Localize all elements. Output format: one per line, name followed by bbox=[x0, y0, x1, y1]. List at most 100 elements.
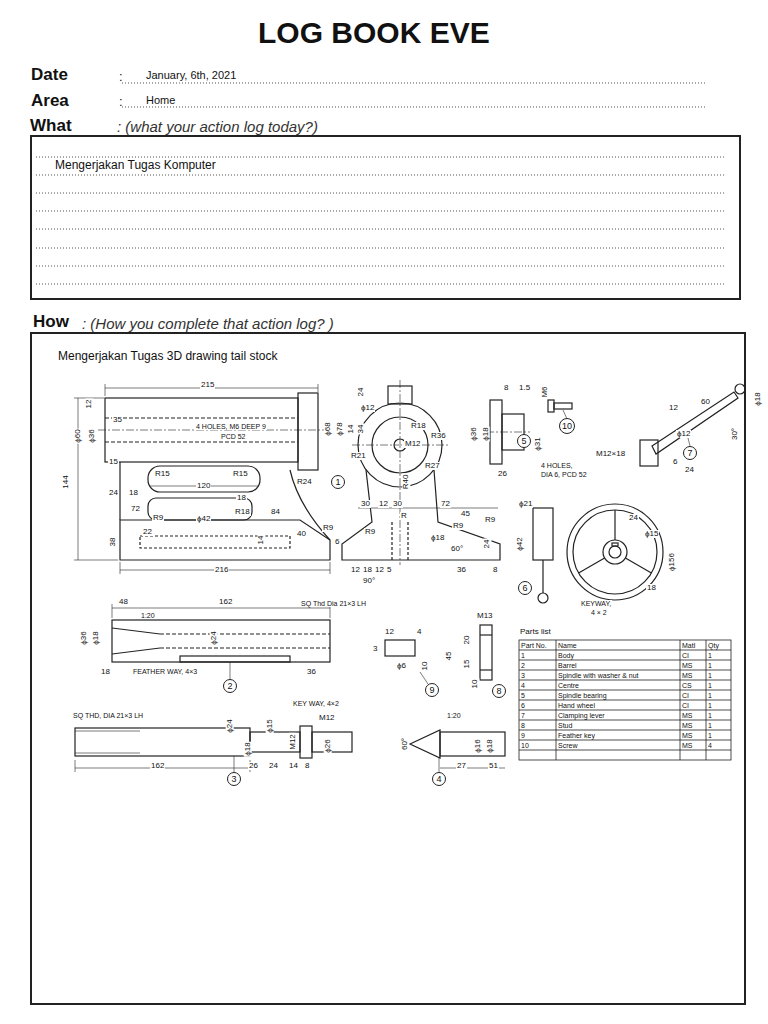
dimension-text: 215 bbox=[200, 381, 215, 389]
body-front-view bbox=[148, 466, 260, 492]
table-header: Matl bbox=[682, 642, 695, 649]
table-header: Qty bbox=[708, 642, 719, 649]
dimension-text: 45 bbox=[460, 510, 471, 518]
callout-number: 1 bbox=[335, 478, 340, 487]
clamping-lever bbox=[735, 384, 745, 394]
dimension-text: 38 bbox=[109, 537, 117, 548]
callout-circle: 2 bbox=[223, 679, 237, 693]
dimension-text: 14 bbox=[347, 424, 355, 435]
dimension-text: ϕ18 bbox=[244, 741, 252, 756]
barrel bbox=[160, 647, 330, 648]
dimension-text: M12×18 bbox=[595, 450, 626, 458]
dimension-text: 72 bbox=[440, 500, 451, 508]
dimension-line bbox=[318, 384, 319, 392]
centre bbox=[410, 730, 505, 772]
dimension-text: 60 bbox=[700, 398, 711, 406]
barrel bbox=[160, 633, 330, 634]
hand-wheel bbox=[603, 540, 627, 564]
dimension-text: 1.5 bbox=[518, 384, 531, 392]
dimension-text: R21 bbox=[350, 452, 367, 460]
body-side-view bbox=[391, 522, 392, 560]
dimension-text: R40 bbox=[402, 474, 410, 491]
body-front-view bbox=[140, 536, 290, 548]
table-cell: 1 bbox=[708, 722, 712, 729]
dimension-text: 12 bbox=[668, 404, 679, 412]
dimension-line bbox=[120, 562, 121, 574]
parts-table-grid bbox=[519, 690, 731, 691]
body-front-view bbox=[298, 393, 318, 470]
table-cell: MS bbox=[682, 712, 693, 719]
table-cell: 4 bbox=[521, 682, 525, 689]
table-caption: Parts list bbox=[519, 628, 552, 636]
dimension-text: 6 bbox=[334, 538, 340, 546]
body-side-view bbox=[400, 380, 401, 565]
dimension-text: 72 bbox=[130, 505, 141, 513]
dimension-text: R bbox=[400, 512, 408, 520]
callout-circle: 9 bbox=[425, 683, 439, 697]
hand-wheel bbox=[614, 510, 615, 540]
body-front-view bbox=[105, 417, 298, 418]
dimension-text: 18 bbox=[100, 668, 111, 676]
dimension-text: KEYWAY, bbox=[580, 600, 612, 607]
dimension-text: 36 bbox=[456, 566, 467, 574]
spindle bbox=[75, 753, 140, 754]
dimension-line bbox=[112, 608, 160, 609]
dimension-text: 51 bbox=[488, 762, 499, 770]
parts-table-grid bbox=[519, 750, 731, 751]
dimension-text: 22 bbox=[142, 528, 153, 536]
dimension-text: 8 bbox=[503, 384, 509, 392]
dimension-text: R27 bbox=[424, 462, 441, 470]
dimension-text: 216 bbox=[214, 566, 229, 574]
table-header: Part No. bbox=[521, 642, 547, 649]
table-cell: 1 bbox=[521, 652, 525, 659]
dimension-text: M12 bbox=[289, 733, 297, 751]
dimension-text: 34 bbox=[357, 424, 365, 435]
dimension-text: 15 bbox=[463, 659, 471, 670]
table-cell: 3 bbox=[521, 672, 525, 679]
table-cell: Screw bbox=[558, 742, 577, 749]
hand-wheel bbox=[567, 504, 663, 600]
table-header: Name bbox=[558, 642, 577, 649]
dimension-text: R9 bbox=[152, 514, 164, 522]
hand-wheel bbox=[609, 546, 621, 558]
dimension-text: ϕ36 bbox=[88, 428, 96, 443]
table-cell: Hand wheel bbox=[558, 702, 595, 709]
dimension-text: 10 bbox=[471, 679, 479, 690]
dimension-text: 4 bbox=[416, 628, 422, 636]
callout-number: 7 bbox=[687, 449, 692, 458]
callout-number: 10 bbox=[562, 422, 572, 431]
dimension-text: ϕ12 bbox=[360, 404, 375, 412]
parts-table-grid bbox=[519, 670, 731, 671]
dimension-text: ϕ36 bbox=[470, 426, 478, 441]
dimension-text: 24 bbox=[684, 466, 695, 474]
dimension-text: 12 bbox=[378, 500, 389, 508]
centre bbox=[440, 732, 505, 756]
body-side-view bbox=[342, 380, 500, 565]
dimension-text: 84 bbox=[270, 508, 281, 516]
dimension-text: M12 bbox=[318, 714, 336, 722]
dimension-text: ϕ18 bbox=[482, 426, 490, 441]
dimension-text: 4 HOLES, bbox=[540, 462, 574, 469]
dimension-text: R9 bbox=[484, 516, 496, 524]
section-prompt: : (what your action log today?) bbox=[117, 119, 318, 136]
body-front-view bbox=[120, 520, 330, 560]
body-side-view bbox=[352, 445, 448, 446]
parts-table-grid bbox=[519, 640, 731, 760]
dimension-text: ϕ60 bbox=[74, 428, 82, 443]
dimension-text: 5 bbox=[386, 566, 392, 574]
dimension-text: ϕ15 bbox=[266, 718, 274, 733]
spindle bbox=[75, 731, 140, 732]
ruled-line bbox=[36, 83, 725, 284]
table-cell: Stud bbox=[558, 722, 572, 729]
dimension-text: M13 bbox=[476, 612, 494, 620]
dimension-text: 40 bbox=[296, 530, 307, 538]
spindle-bearing bbox=[486, 432, 530, 433]
table-cell: 1 bbox=[708, 672, 712, 679]
dimension-text: 24 bbox=[483, 539, 491, 550]
table-cell: CI bbox=[682, 702, 689, 709]
parts-table-grid bbox=[519, 720, 731, 721]
spindle bbox=[75, 726, 352, 772]
dimension-text: 144 bbox=[62, 474, 70, 489]
dimension-line bbox=[105, 384, 106, 396]
dimension-text: ϕ24 bbox=[210, 630, 218, 645]
